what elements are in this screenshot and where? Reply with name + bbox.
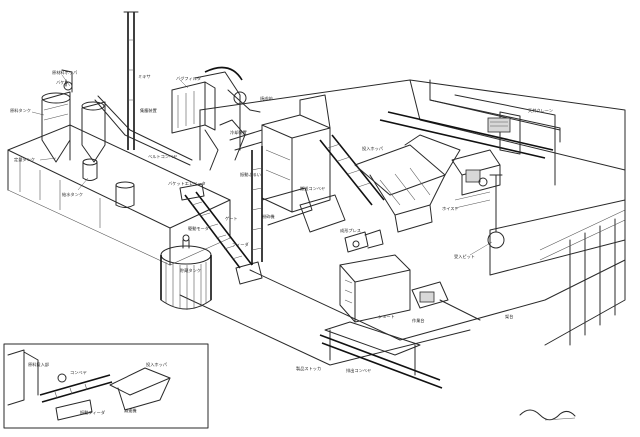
kiln-block	[219, 94, 331, 213]
label-supply-tank: 給水タンク	[62, 191, 83, 198]
label-elevator: バケットエレベータ	[168, 180, 206, 187]
silo-group	[41, 69, 193, 208]
callout-labels: 原材料ホッパ 原料タンク バケツ 定量タンク 給水タンク ミキサ バグフィルタ …	[10, 69, 553, 416]
bucket-elevator	[251, 146, 346, 265]
label-chute: シュート	[378, 314, 395, 319]
label-bucket: バケツ	[56, 79, 69, 85]
label-small-tank: 定量タンク	[14, 156, 35, 163]
label-crane: 天井クレーン	[528, 107, 553, 114]
label-inset-hopper: 原料投入部	[28, 361, 49, 368]
drive-machinery	[344, 149, 501, 253]
label-dust: 集塵装置	[140, 107, 157, 114]
label-press: 成形プレス	[340, 227, 361, 234]
label-conveyor-a: ベルトコンベヤ	[148, 154, 177, 159]
label-trolley: ホイスト	[442, 206, 459, 211]
inclined-elevator	[179, 183, 263, 285]
label-inset-bin: 投入ホッパ	[146, 361, 168, 368]
label-kiln: 焼成炉	[260, 95, 273, 102]
label-inset-motor: 減速機	[124, 407, 137, 414]
overhead-crane	[379, 99, 561, 249]
label-screen: 振動ふるい	[240, 171, 261, 178]
label-base: 架台	[505, 313, 513, 320]
label-motor: 駆動モータ	[188, 225, 209, 232]
receiving-hopper	[354, 134, 461, 233]
detail-inset	[3, 343, 209, 429]
label-raw-hopper: 原材料ホッパ	[52, 69, 78, 76]
label-hopper2: 投入ホッパ	[362, 145, 384, 152]
label-mixer: ミキサ	[138, 74, 151, 80]
product-press	[319, 254, 481, 389]
label-bag-filter: バグフィルタ	[176, 75, 201, 82]
label-stocker: 製品ストッカ	[296, 365, 321, 372]
label-inset-conv: コンベヤ	[70, 370, 87, 375]
artist-signature	[519, 409, 576, 421]
storage-tank	[160, 234, 212, 310]
label-tank-big: 貯蔵タンク	[180, 267, 201, 274]
label-pit: 受入ピット	[454, 253, 475, 260]
label-conveyor-b: 搬送コンベヤ	[300, 185, 325, 192]
label-inset-feeder: 振動フィーダ	[80, 409, 105, 416]
label-feeder: フィーダ	[232, 241, 249, 248]
label-table: 作業台	[412, 317, 425, 324]
label-gate: ゲート	[225, 215, 238, 222]
bag-filter-unit	[171, 66, 261, 171]
label-conveyor-c: 排出コンベヤ	[346, 367, 371, 374]
label-silo: 原料タンク	[10, 107, 31, 114]
label-cooler: 冷却装置	[230, 129, 247, 136]
label-crusher: 粉砕機	[262, 213, 275, 220]
building-structure	[7, 79, 626, 366]
chimney-stack	[123, 11, 139, 150]
